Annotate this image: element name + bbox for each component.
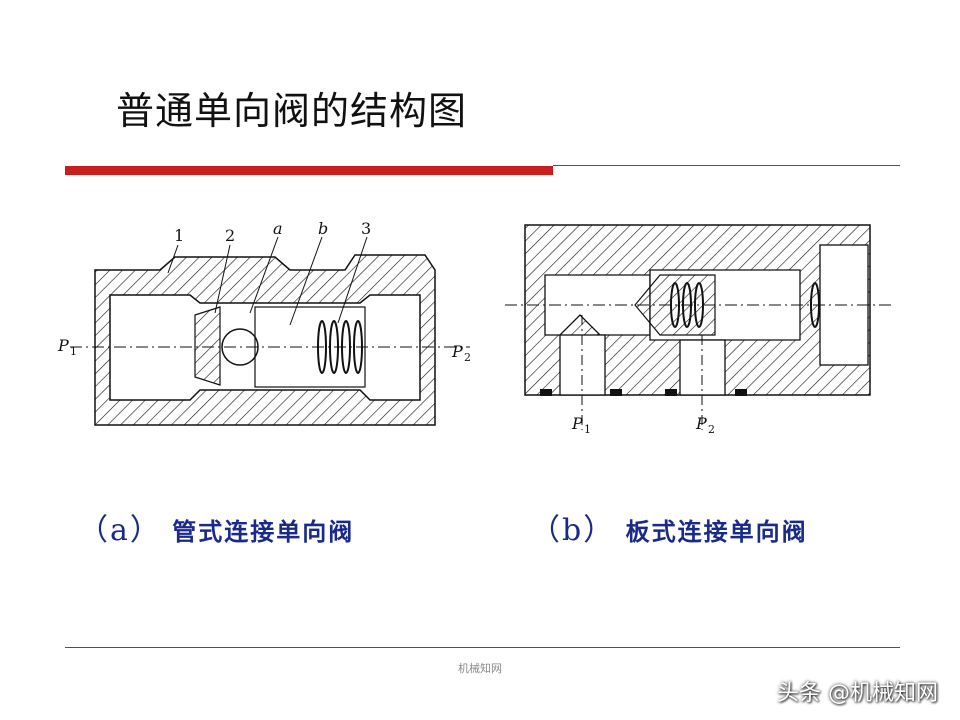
valve-seat [194, 306, 221, 386]
label-3: 3 [361, 219, 371, 238]
slide-title: 普通单向阀的结构图 [116, 89, 468, 133]
port-p2-b: P [695, 414, 707, 433]
label-b: b [318, 219, 328, 238]
caption-b: （b） 板式连接单向阀 [530, 505, 808, 549]
caption-a-letter: （a） [78, 513, 162, 548]
figure-b-plate-check-valve: P 1 P 2 [505, 224, 895, 436]
watermark: 头条 @机械知网 [777, 681, 938, 706]
caption-b-letter: （b） [530, 513, 616, 548]
port-p2-a-sub: 2 [464, 351, 471, 364]
caption-a-text: 管式连接单向阀 [172, 518, 355, 546]
caption-b-text: 板式连接单向阀 [625, 518, 808, 546]
port-p1-b: P [571, 414, 583, 433]
title-underline-thick [65, 166, 553, 175]
port-p1-a: P [57, 336, 69, 355]
port-p1-a-sub: 1 [70, 345, 77, 358]
label-2: 2 [225, 226, 235, 245]
caption-a: （a） 管式连接单向阀 [78, 505, 354, 549]
label-1: 1 [174, 226, 184, 245]
port-p2-a: P [451, 342, 463, 361]
plate-outlet-port [679, 339, 726, 396]
port-p2-b-sub: 2 [708, 423, 715, 436]
footer-rule [65, 647, 900, 648]
label-a: a [273, 219, 283, 238]
title-underline-thin [553, 165, 900, 166]
footer-text: 机械知网 [458, 662, 502, 675]
valve-bore [109, 294, 421, 401]
port-p1-b-sub: 1 [584, 423, 591, 436]
figure-a-pipe-check-valve: 1 2 a b 3 P 1 P 2 [57, 219, 471, 426]
